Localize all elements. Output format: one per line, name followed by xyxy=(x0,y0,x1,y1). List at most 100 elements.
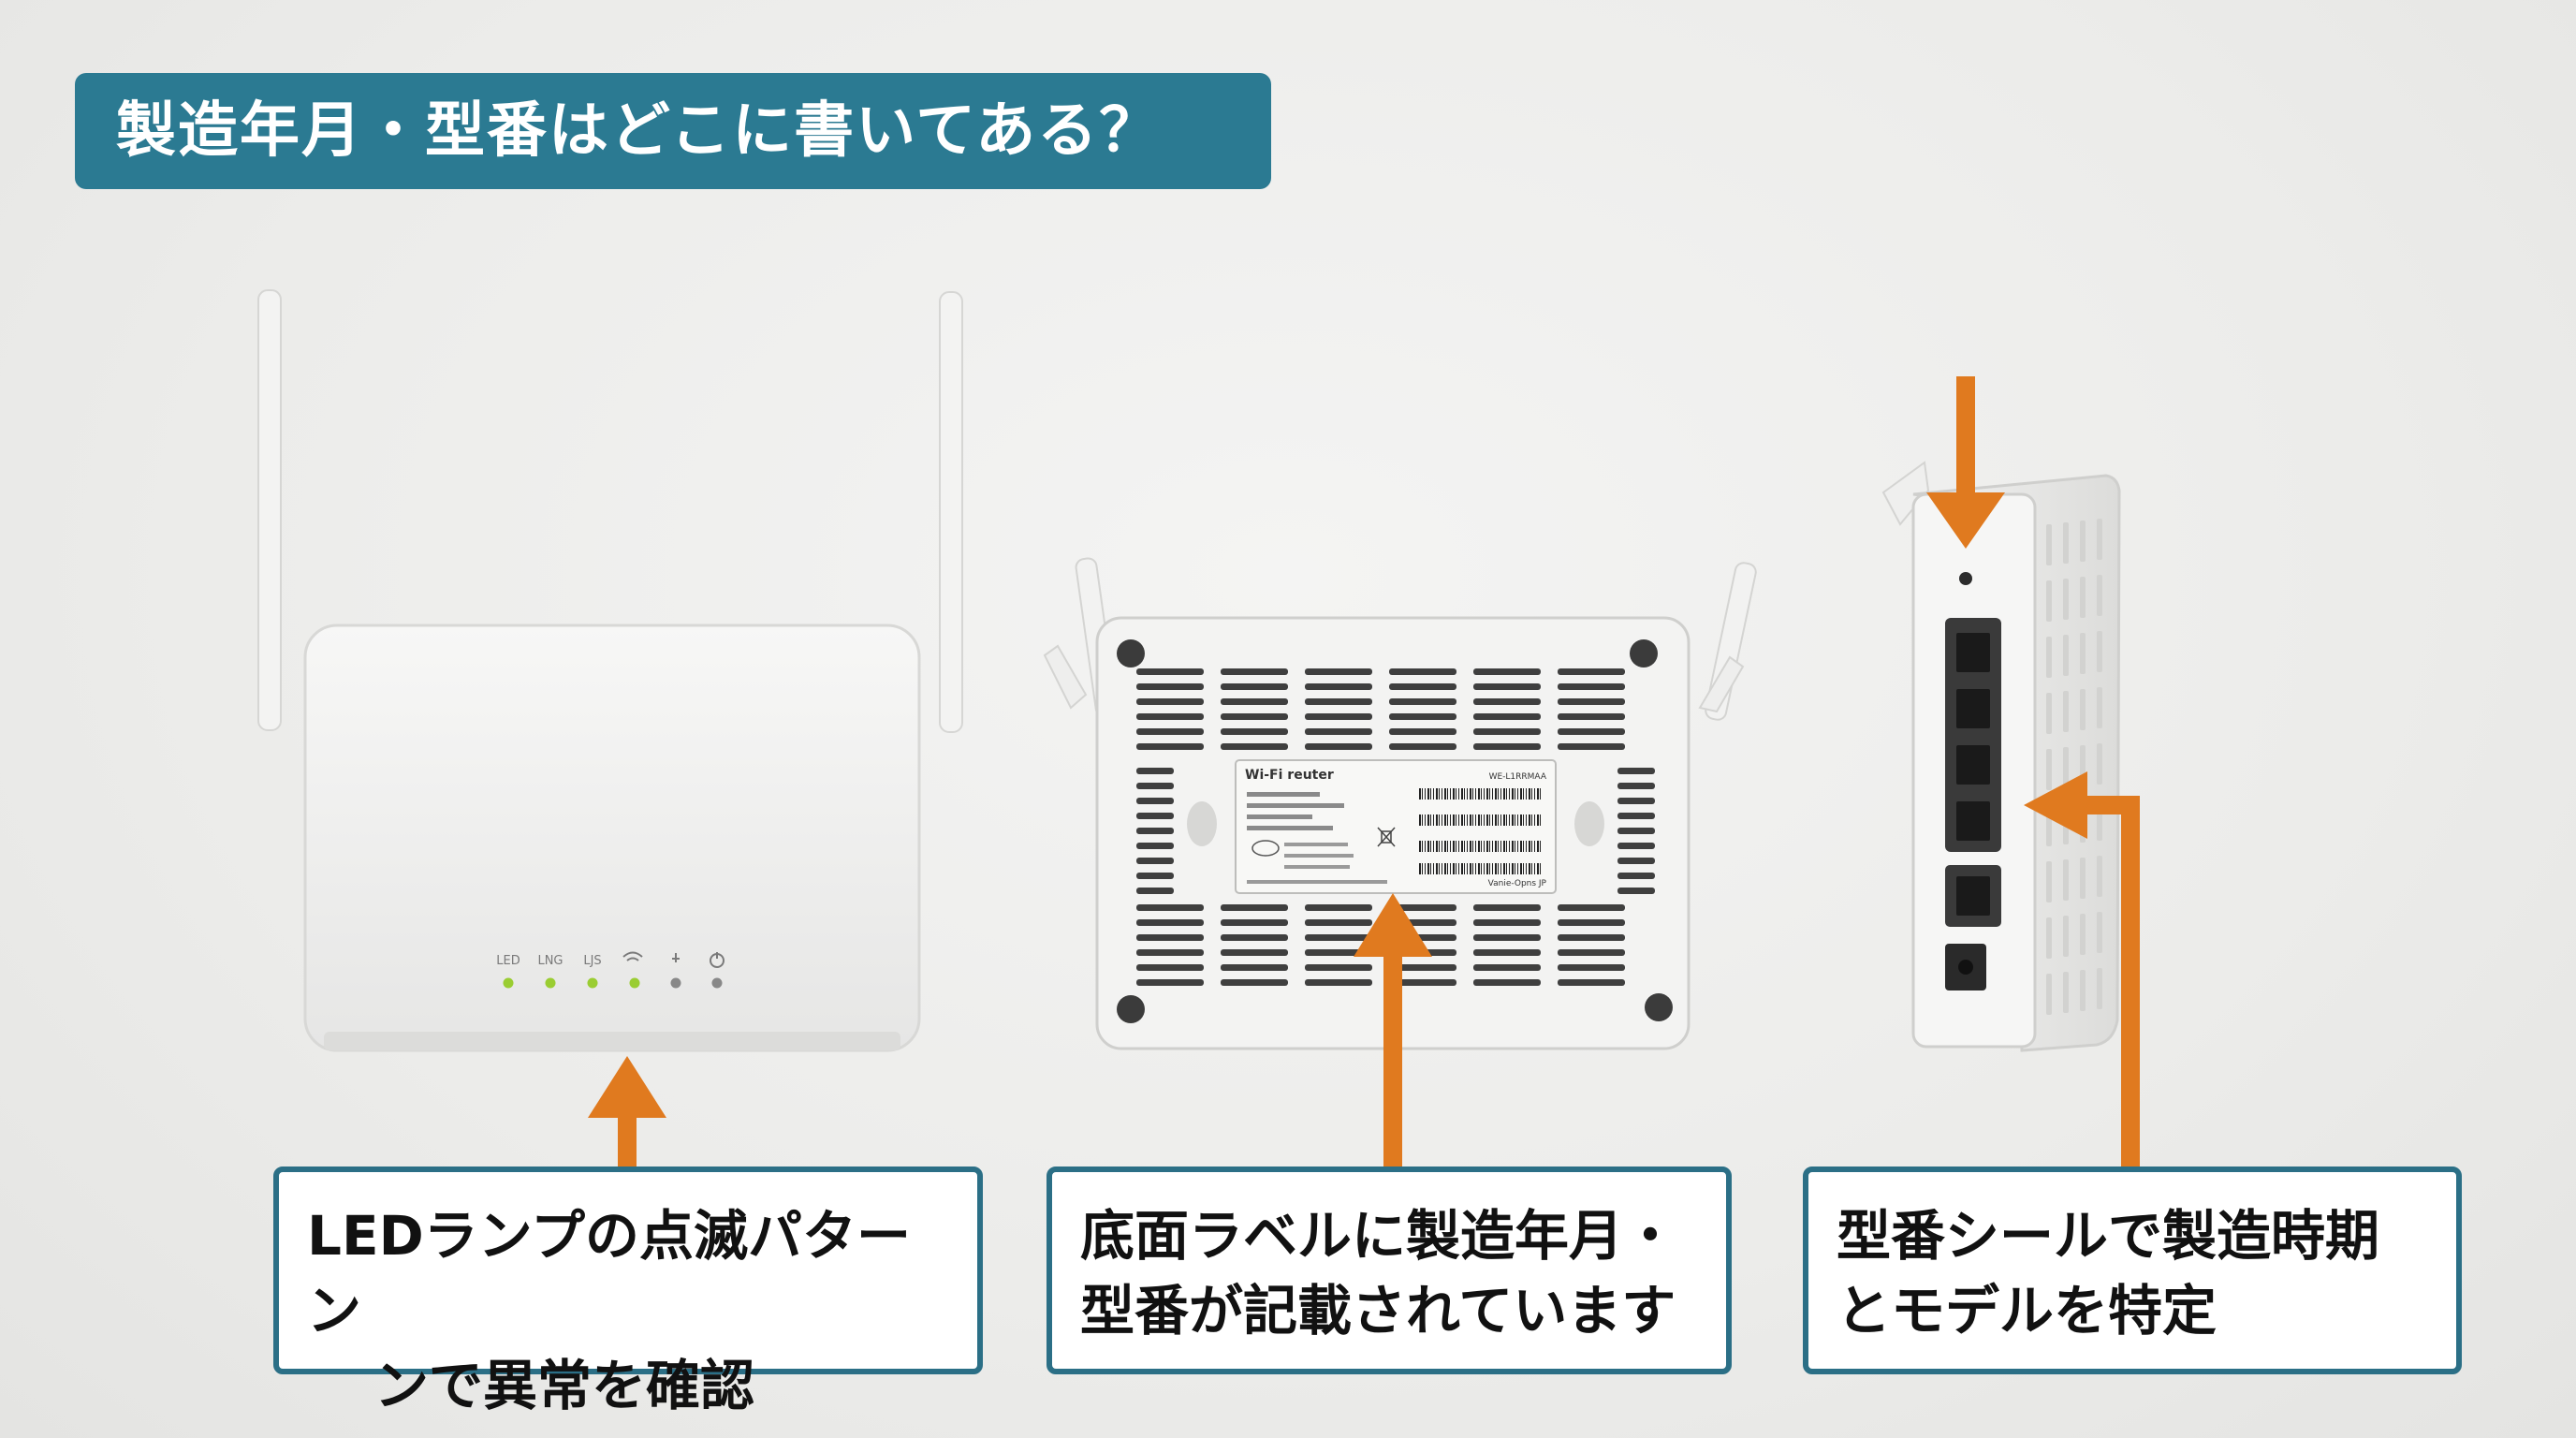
lan-port-3[interactable] xyxy=(1956,745,1990,785)
caption-led: LEDランプの点滅パターン ンで異常を確認 xyxy=(273,1167,983,1417)
barcode-bar xyxy=(1506,788,1507,800)
led-1-green xyxy=(503,977,514,989)
foot-bl xyxy=(1117,995,1145,1023)
barcode-bar xyxy=(1439,863,1440,874)
barcode-bar xyxy=(1475,814,1476,826)
barcodes xyxy=(1419,788,1541,874)
side-vent xyxy=(2046,580,2052,622)
side-vent xyxy=(2097,519,2102,560)
barcode-bar xyxy=(1484,841,1485,852)
barcode-bar xyxy=(1512,788,1514,800)
vent-slot xyxy=(1473,713,1541,720)
antenna-left xyxy=(257,289,282,731)
barcode-bar xyxy=(1447,841,1448,852)
vent-slot xyxy=(1136,904,1204,911)
barcode-bar xyxy=(1512,863,1514,874)
caption-model-sticker-line2: とモデルを特定 xyxy=(1837,1279,2217,1343)
barcode-bar xyxy=(1425,814,1426,826)
side-vent xyxy=(2063,916,2069,957)
barcode-bar xyxy=(1523,841,1524,852)
barcode-bar xyxy=(1489,788,1490,800)
vent-slot xyxy=(1558,979,1625,986)
vent-slot xyxy=(1136,979,1204,986)
barcode-bar xyxy=(1534,841,1535,852)
vent-slot xyxy=(1221,683,1288,690)
lan-port-4[interactable] xyxy=(1956,801,1990,841)
barcode-bar xyxy=(1430,814,1431,826)
vent-slot xyxy=(1221,728,1288,735)
wan-port[interactable] xyxy=(1956,876,1990,916)
vent-slot xyxy=(1558,904,1625,911)
side-vent xyxy=(2080,521,2086,562)
barcode-bar xyxy=(1517,841,1518,852)
barcode-bar xyxy=(1461,814,1463,826)
side-vent xyxy=(2046,749,2052,790)
barcode-bar xyxy=(1495,788,1497,800)
barcode-bar xyxy=(1484,788,1485,800)
barcode-bar xyxy=(1537,841,1539,852)
barcode-bar xyxy=(1478,841,1480,852)
lan-port-1[interactable] xyxy=(1956,633,1990,672)
usb-icon xyxy=(672,953,680,962)
barcode-bar xyxy=(1433,841,1434,852)
barcode-bar xyxy=(1461,841,1463,852)
arrow-elbow-4 xyxy=(2024,771,2140,1167)
vent-slot xyxy=(1221,934,1288,941)
barcode-bar xyxy=(1464,814,1465,826)
barcode-bar xyxy=(1475,841,1476,852)
barcode-bar xyxy=(1520,841,1522,852)
barcode-bar xyxy=(1486,814,1488,826)
barcode-bar xyxy=(1486,841,1488,852)
power-icon xyxy=(710,952,724,968)
barcode-bar xyxy=(1529,788,1530,800)
caption-bottom-label-line1: 底面ラベルに製造年月・ xyxy=(1080,1204,1678,1268)
vent-slot xyxy=(1473,683,1541,690)
side-vent xyxy=(2063,579,2069,620)
barcode-bar xyxy=(1526,863,1527,874)
barcode-bar xyxy=(1478,863,1480,874)
vent-slot xyxy=(1221,979,1288,986)
vent-slot xyxy=(1389,743,1456,750)
vent-slot xyxy=(1305,934,1372,941)
barcode-bar xyxy=(1422,863,1423,874)
reset-button[interactable] xyxy=(1959,572,1972,585)
side-vent xyxy=(2063,747,2069,788)
barcode-bar xyxy=(1453,814,1455,826)
side-vent xyxy=(2063,691,2069,732)
barcode-bar xyxy=(1506,814,1507,826)
barcode-bar xyxy=(1492,814,1493,826)
side-vent xyxy=(2097,968,2102,1009)
side-vent xyxy=(2097,743,2102,785)
barcode-bar xyxy=(1523,788,1524,800)
lan-port-2[interactable] xyxy=(1956,689,1990,728)
barcode-bar xyxy=(1512,814,1514,826)
barcode-bar xyxy=(1509,841,1510,852)
barcode-bar xyxy=(1436,814,1438,826)
barcode-bar xyxy=(1433,863,1434,874)
arrow-down-3 xyxy=(1926,376,2005,549)
vent-slot xyxy=(1305,698,1372,705)
barcode-bar xyxy=(1470,788,1471,800)
vent-slot xyxy=(1305,743,1372,750)
vent-slot xyxy=(1221,698,1288,705)
foot-tr xyxy=(1630,639,1658,668)
barcode-bar xyxy=(1529,814,1530,826)
barcode-bar xyxy=(1464,841,1465,852)
vent-slot xyxy=(1558,919,1625,926)
barcode-bar xyxy=(1531,863,1532,874)
barcode-bar xyxy=(1447,788,1448,800)
vent-slot xyxy=(1558,964,1625,971)
vent-slot xyxy=(1136,843,1174,849)
barcode-bar xyxy=(1517,814,1518,826)
vent-slot xyxy=(1473,979,1541,986)
barcode-bar xyxy=(1498,814,1499,826)
barcode-bar xyxy=(1486,863,1488,874)
mount-hole-right xyxy=(1574,801,1604,846)
vent-slot xyxy=(1136,888,1174,894)
vent-slot xyxy=(1389,713,1456,720)
vent-slot xyxy=(1136,698,1204,705)
vent-slot xyxy=(1136,964,1204,971)
barcode-bar xyxy=(1439,788,1440,800)
vent-slot xyxy=(1389,698,1456,705)
mount-hole-left xyxy=(1187,801,1217,846)
